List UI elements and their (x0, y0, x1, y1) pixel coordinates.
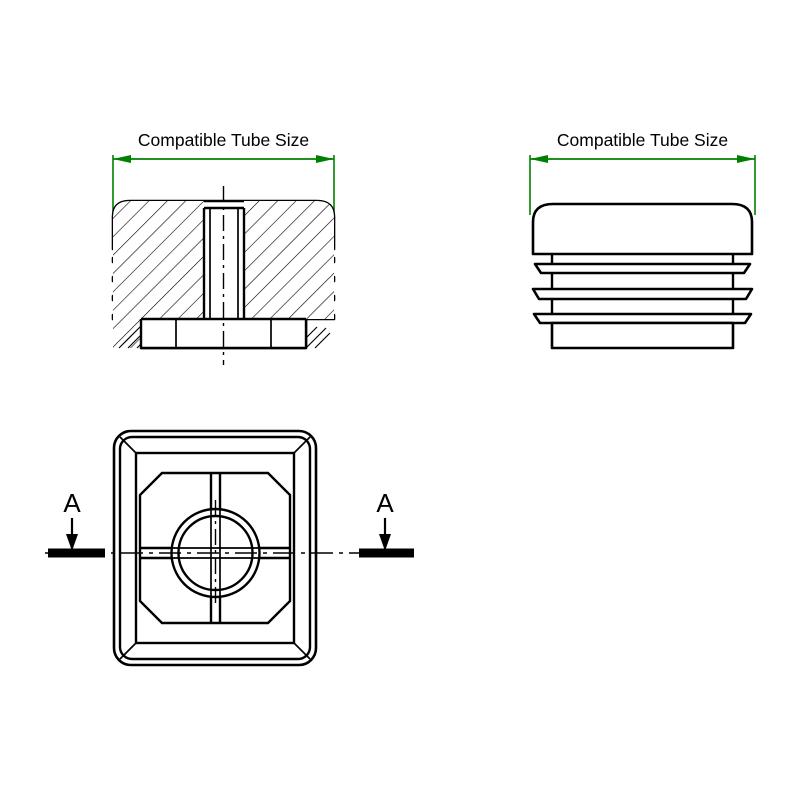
section-marker-left: A (48, 488, 105, 558)
hatch-left-wall (113, 201, 204, 348)
elevation-fin-2 (531, 287, 754, 301)
arrow-right-icon-2 (737, 155, 755, 163)
section-letter-left: A (63, 488, 81, 518)
section-marker-right: A (359, 488, 414, 558)
elevation-shaft-seg-1 (550, 273, 735, 289)
arrow-left-icon (113, 155, 131, 163)
elevation-view-group: Compatible Tube Size (529, 130, 756, 350)
elevation-lower-skirt (550, 321, 735, 350)
elevation-shaft-seg-2 (550, 299, 735, 314)
base-hatch-slivers (118, 325, 331, 349)
plan-octagon-pocket (138, 471, 292, 625)
arrow-right-icon (316, 155, 334, 163)
hatch-right-wall (244, 201, 334, 348)
plan-outer-wall-inner-edge (118, 435, 312, 661)
arrow-down-icon-right (379, 534, 391, 551)
arrow-left-icon-2 (530, 155, 548, 163)
section-view-group: Compatible Tube Size (111, 130, 336, 365)
dimension-label-right: Compatible Tube Size (557, 130, 728, 150)
plan-rib-joints (210, 473, 221, 623)
dimension-label-left: Compatible Tube Size (138, 130, 309, 150)
elevation-fin-1 (533, 262, 752, 275)
elevation-fin-3 (532, 312, 753, 325)
plan-miter-corners (119, 436, 311, 660)
plan-inner-square (134, 451, 296, 645)
plan-view-group: A A (45, 429, 414, 667)
section-letter-right: A (376, 488, 394, 518)
section-hatch-group (113, 201, 334, 348)
arrow-down-icon-left (66, 534, 78, 551)
elevation-cap-head (531, 202, 754, 256)
